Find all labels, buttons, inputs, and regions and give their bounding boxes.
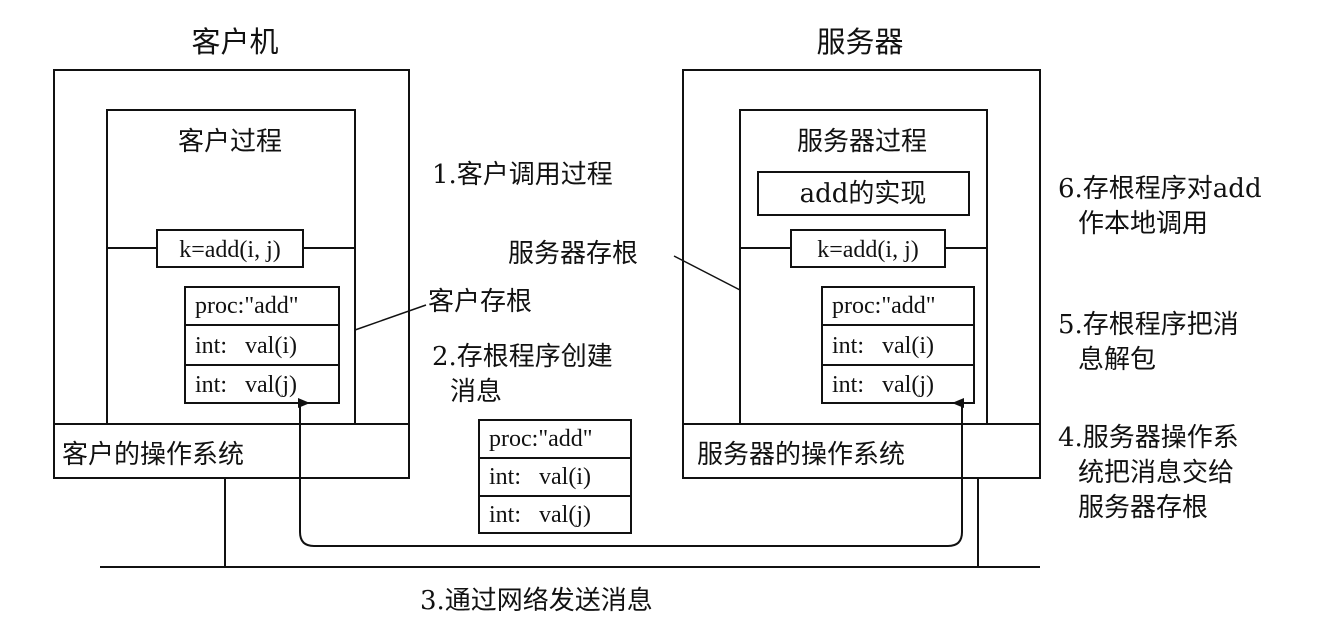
client-process-label: 客户过程 — [178, 127, 282, 157]
server-call-box — [790, 229, 946, 268]
net-msg-proc-text: proc:"add" — [489, 426, 593, 452]
server-msg-proc-text: proc:"add" — [832, 293, 936, 319]
server-process-label: 服务器过程 — [797, 127, 927, 157]
client-stub-leader — [354, 304, 427, 331]
step-4-line-2: 统把消息交给 — [1078, 458, 1234, 488]
client-msg-proc-text: proc:"add" — [195, 293, 299, 319]
step-5-line-1: 5.存根程序把消 — [1058, 310, 1239, 340]
client-call-box — [156, 229, 304, 268]
net-msg-i-text: int: val(i) — [489, 464, 591, 490]
server-impl-box — [757, 171, 970, 216]
step-2-line-2: 消息 — [450, 377, 502, 407]
server-call-text: k=add(i, j) — [817, 237, 919, 263]
server-os-label: 服务器的操作系统 — [697, 440, 905, 470]
step-1-label: 1.客户调用过程 — [432, 160, 613, 190]
message-flow-path — [298, 398, 964, 547]
client-msg-j-text: int: val(j) — [195, 372, 297, 398]
server-stub-message: proc:"add" int: val(i) int: val(j) — [821, 286, 975, 404]
step-4-line-3: 服务器存根 — [1078, 493, 1208, 523]
step-4-line-1: 4.服务器操作系 — [1058, 423, 1239, 453]
client-msg-row-j — [184, 364, 340, 404]
client-stub-message: proc:"add" int: val(i) int: val(j) — [184, 286, 340, 404]
net-msg-j-text: int: val(j) — [489, 502, 591, 528]
client-machine-title: 客户机 — [191, 25, 278, 59]
server-machine-title: 服务器 — [816, 25, 903, 59]
server-msg-j-text: int: val(j) — [832, 372, 934, 398]
client-os-label: 客户的操作系统 — [62, 440, 244, 470]
step-2-line-1: 2.存根程序创建 — [432, 342, 613, 372]
server-impl-label: add的实现 — [800, 179, 927, 209]
client-stub-label: 客户存根 — [428, 287, 532, 317]
network-message: proc:"add" int: val(i) int: val(j) — [478, 419, 632, 534]
client-msg-row-i — [184, 324, 340, 366]
server-msg-row-i — [821, 324, 975, 366]
step-6-line-2: 作本地调用 — [1078, 209, 1208, 239]
step-3-label: 3.通过网络发送消息 — [420, 586, 653, 616]
client-msg-i-text: int: val(i) — [195, 333, 297, 359]
step-5-line-2: 息解包 — [1078, 345, 1156, 375]
client-msg-row-proc — [184, 286, 340, 326]
step-6-line-1: 6.存根程序对add — [1058, 174, 1262, 204]
server-msg-row-j — [821, 364, 975, 404]
server-msg-i-text: int: val(i) — [832, 333, 934, 359]
net-msg-row-j — [478, 495, 632, 534]
client-call-text: k=add(i, j) — [179, 237, 281, 263]
server-stub-label: 服务器存根 — [508, 239, 638, 269]
server-stub-leader — [673, 255, 741, 291]
